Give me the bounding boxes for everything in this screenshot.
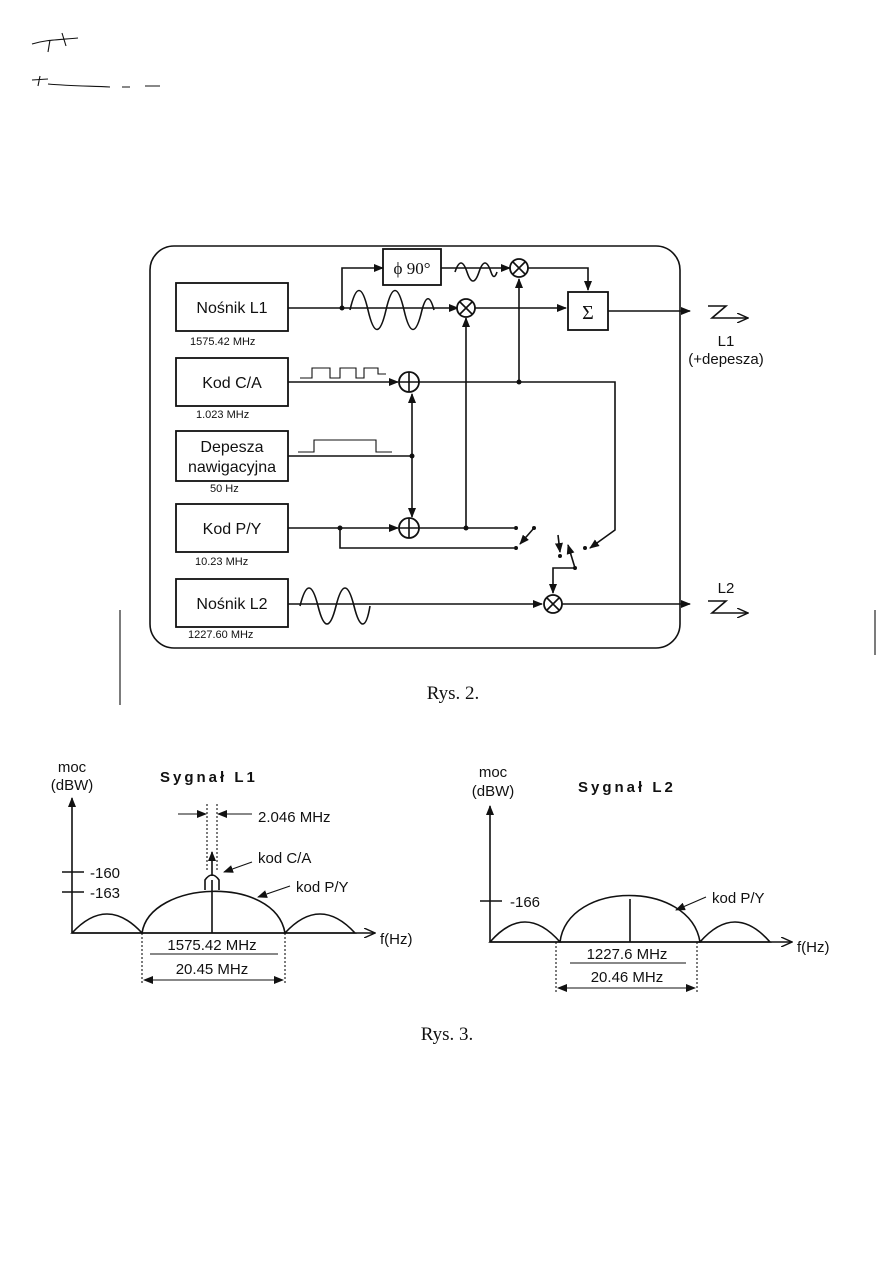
figure-2-caption: Rys. 2.	[427, 683, 480, 704]
spectrum-l2: moc (dBW) Sygnał L2 f(Hz) -166 kod P/Y 1…	[472, 764, 830, 993]
phase-shifter-label: ϕ 90°	[394, 259, 431, 278]
py-code-wiring	[288, 317, 587, 594]
block-code-py-label: Kod P/Y	[203, 521, 262, 538]
block-carrier-l1-freq: 1575.42 MHz	[190, 336, 255, 348]
spectrum-l1-py-label: kod P/Y	[296, 879, 349, 896]
ca-code-wiring	[288, 278, 616, 549]
spectrum-l1-ca-label: kod C/A	[258, 850, 311, 867]
phase-shifter-block: ϕ 90°	[382, 248, 442, 286]
spectrum-l2-ylabel2: (dBW)	[472, 783, 515, 800]
block-carrier-l1-label: Nośnik L1	[196, 300, 267, 317]
summer-block: Σ	[567, 291, 609, 331]
spectrum-l1-center: 1575.42 MHz	[167, 937, 256, 954]
figure-3-caption: Rys. 3.	[421, 1024, 474, 1045]
spectrum-l1-title: Sygnał L1	[160, 769, 258, 786]
block-diagram: Nośnik L1 1575.42 MHz Kod C/A 1.023 MHz …	[149, 245, 764, 704]
spectrum-l2-py-label: kod P/Y	[712, 890, 765, 907]
spectrum-l2-tick-166: -166	[510, 894, 540, 911]
block-carrier-l2-freq: 1227.60 MHz	[188, 629, 253, 641]
summer-symbol: Σ	[582, 302, 594, 324]
block-nav-message-freq: 50 Hz	[210, 483, 239, 495]
nav-message-wiring	[288, 393, 416, 518]
l1-carrier-wave	[349, 289, 435, 331]
spectrum-l1-sidelobe-right	[283, 913, 357, 934]
block-code-py: Kod P/Y 10.23 MHz	[175, 503, 289, 568]
xor-ca	[398, 371, 420, 393]
block-code-ca-label: Kod C/A	[202, 375, 262, 392]
output-l1: L1 (+depesza)	[688, 305, 764, 368]
spectrum-l2-sidelobe-right	[698, 921, 772, 943]
block-code-ca-freq: 1.023 MHz	[196, 409, 249, 421]
spectrum-l1-ca-bandwidth: 2.046 MHz	[258, 809, 331, 826]
spectrum-l2-mainlobe	[559, 894, 701, 943]
block-carrier-l2-label: Nośnik L2	[196, 596, 267, 613]
block-code-ca: Kod C/A 1.023 MHz	[175, 357, 289, 421]
l2-carrier-wave	[299, 587, 371, 625]
spectrum-l2-title: Sygnał L2	[578, 779, 676, 796]
block-nav-message: Depesza nawigacyjna 50 Hz	[175, 430, 289, 495]
block-nav-message-label2: nawigacyjna	[188, 459, 276, 476]
block-code-py-freq: 10.23 MHz	[195, 556, 248, 568]
spectrum-l2-ylabel1: moc	[479, 764, 508, 781]
output-l2: L2	[708, 580, 748, 613]
block-nav-message-label1: Depesza	[200, 439, 263, 456]
l1-carrier-wiring	[288, 262, 511, 331]
spectrum-l1-sidelobe-left	[70, 913, 144, 934]
spectrum-l1-tick-160: -160	[90, 865, 120, 882]
nav-message-waveform	[298, 439, 392, 453]
spectrum-l2-sidelobe-left	[488, 921, 562, 943]
output-l1-name: L1	[718, 333, 735, 350]
output-l1-note: (+depesza)	[688, 351, 763, 368]
spectrum-l1-py-bandwidth: 20.45 MHz	[176, 961, 249, 978]
multiplier-upper	[509, 258, 529, 278]
multiplier-l2	[543, 594, 563, 614]
spectrum-l2-center: 1227.6 MHz	[587, 946, 668, 963]
ca-code-waveform	[300, 367, 386, 379]
spectrum-l1-xlabel: f(Hz)	[380, 931, 413, 948]
xor-py	[398, 517, 420, 539]
output-l2-name: L2	[718, 580, 735, 597]
spectrum-l1-ylabel2: (dBW)	[51, 777, 94, 794]
spectrum-l1-mainlobe	[141, 890, 286, 934]
block-carrier-l2: Nośnik L2 1227.60 MHz	[175, 578, 289, 641]
shifted-carrier-wave	[454, 262, 498, 282]
spectrum-l1-ylabel1: moc	[58, 759, 87, 776]
multiplier-lower	[456, 298, 476, 318]
block-carrier-l1: Nośnik L1 1575.42 MHz	[175, 282, 289, 348]
spectrum-l1-tick-163: -163	[90, 885, 120, 902]
scan-marks	[31, 32, 876, 705]
l2-carrier-wiring	[288, 587, 691, 625]
spectrum-l2-py-bandwidth: 20.46 MHz	[591, 969, 664, 986]
spectrum-l1: moc (dBW) Sygnał L1 f(Hz) -160 -163 2.04…	[51, 759, 413, 985]
diagram-frame	[149, 245, 681, 649]
spectrum-l2-xlabel: f(Hz)	[797, 939, 830, 956]
